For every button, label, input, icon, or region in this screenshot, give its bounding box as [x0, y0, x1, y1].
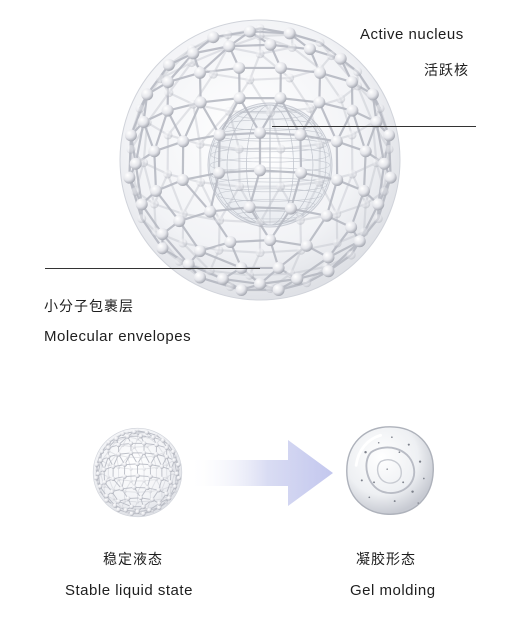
shell-leader-line [45, 268, 260, 269]
core-label-cn: 活跃核 [424, 63, 469, 79]
transition-arrow [188, 440, 333, 506]
shell-label-en: Molecular envelopes [44, 328, 192, 345]
gel-label-en: Gel molding [350, 582, 436, 599]
stable-liquid-label-cn: 稳定液态 [103, 552, 163, 568]
molecular-sphere-illustration [119, 19, 401, 301]
stable-liquid-label-en: Stable liquid state [65, 582, 193, 599]
gel-label-cn: 凝胶形态 [356, 552, 416, 568]
small-molecular-sphere [92, 427, 183, 518]
core-leader-line [272, 126, 476, 127]
gel-droplet-illustration [346, 426, 434, 515]
core-label-en: Active nucleus [360, 26, 464, 43]
shell-label-cn: 小分子包裹层 [44, 299, 134, 315]
